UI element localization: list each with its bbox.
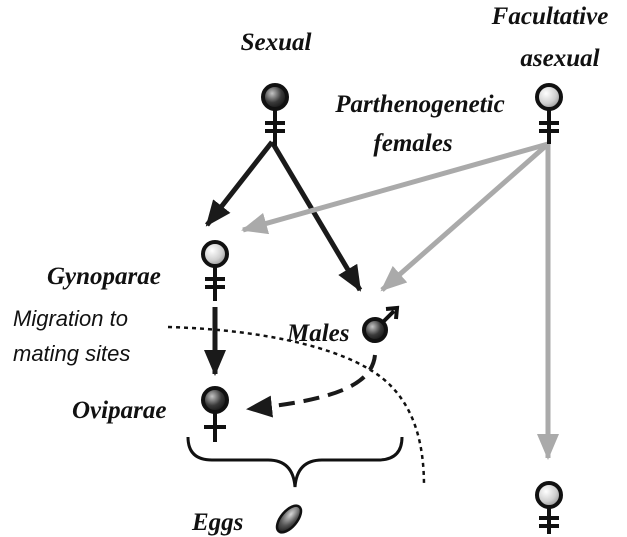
venus-icon xyxy=(261,83,289,146)
label-migration-line2: mating sites xyxy=(13,341,130,366)
arrow-sexual-to-males xyxy=(269,140,363,292)
venus-icon xyxy=(201,240,229,301)
label-eggs: Eggs xyxy=(191,509,243,536)
arrow-facultative-to-males xyxy=(380,142,550,292)
label-facultative: Facultative xyxy=(491,3,609,30)
label-oviparae: Oviparae xyxy=(72,397,166,424)
arrow-sexual-to-gynoparae xyxy=(205,140,274,227)
venus-icon xyxy=(535,83,563,144)
label-females: females xyxy=(373,130,452,157)
arrow-facultative-to-gynoparae xyxy=(241,141,549,235)
venus-icon xyxy=(201,386,229,442)
egg-icon xyxy=(275,504,303,534)
migration-dotted-line xyxy=(167,325,426,487)
venus-icon xyxy=(535,481,563,534)
label-parthenogenetic: Parthenogenetic xyxy=(334,91,504,118)
label-gynoparae: Gynoparae xyxy=(47,263,161,290)
label-sexual: Sexual xyxy=(241,29,312,56)
curly-brace xyxy=(186,436,404,488)
arrow-males-to-oviparae xyxy=(246,354,377,418)
label-asexual: asexual xyxy=(520,45,599,72)
mars-icon xyxy=(362,305,400,343)
label-migration-line1: Migration to xyxy=(13,306,128,331)
